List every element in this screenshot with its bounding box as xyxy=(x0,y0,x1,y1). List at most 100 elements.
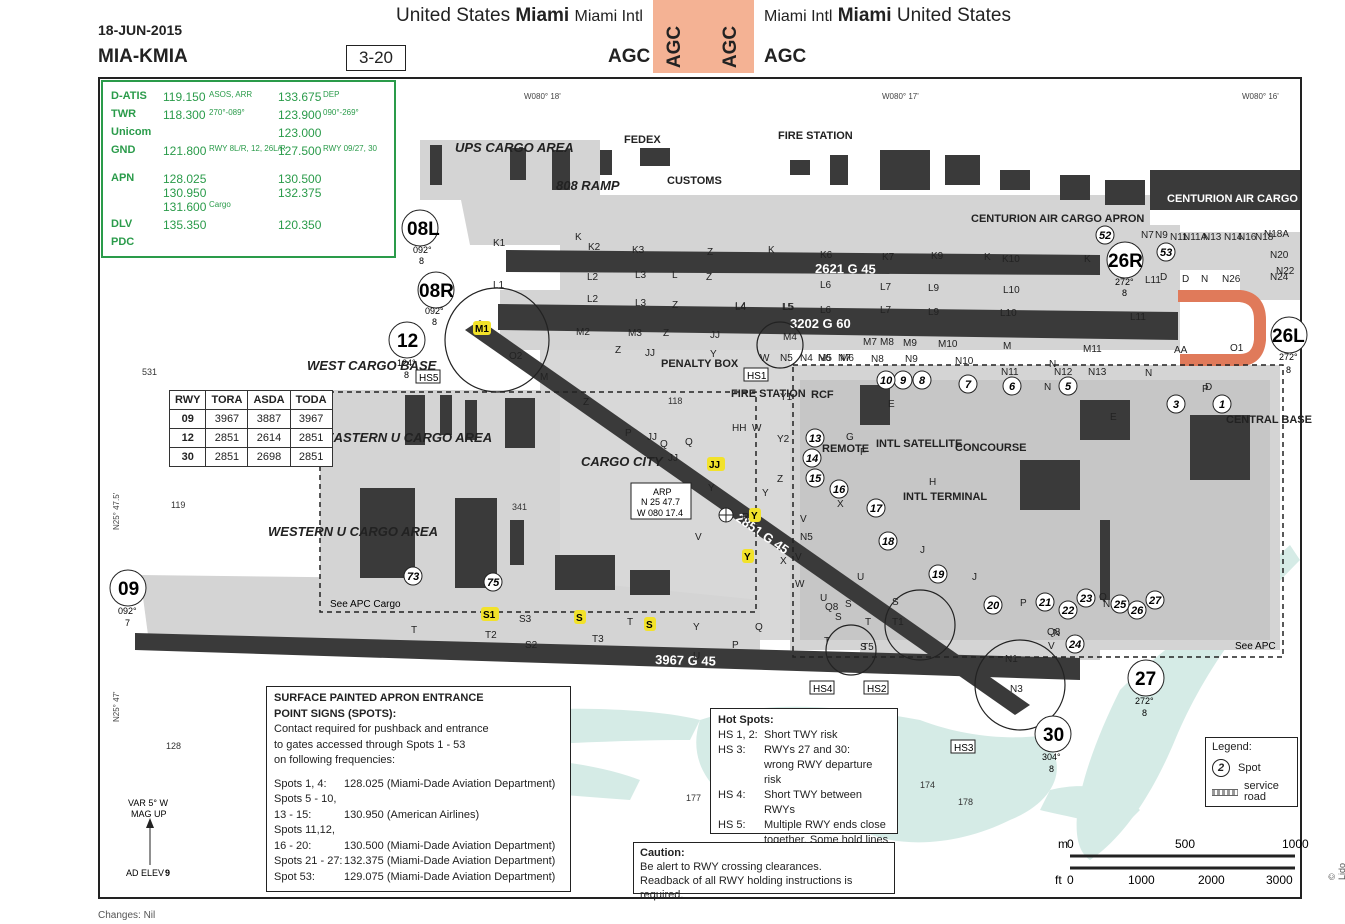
hold-spot-label: S xyxy=(646,620,653,631)
list-item: 13 - 15:130.950 (American Airlines) xyxy=(274,808,480,821)
taxiway-label: N xyxy=(1053,628,1060,639)
taxiway-label: N7 xyxy=(1141,230,1154,241)
taxiway-label: M4 xyxy=(783,332,797,343)
taxiway-label: N10 xyxy=(955,356,974,367)
label-fire-station: FIRE STATION xyxy=(778,130,853,142)
spot-icon xyxy=(958,374,978,394)
taxiway-label: L6 xyxy=(820,305,832,316)
spot-number: 26 xyxy=(1130,605,1144,617)
taxiway-label: U xyxy=(820,593,827,604)
taxiway-label: T xyxy=(411,625,417,636)
label-western-cargo: WESTERN U CARGO AREA xyxy=(268,524,438,539)
hold-spot-bg xyxy=(574,610,586,624)
svg-text:500: 500 xyxy=(1175,837,1195,851)
col-rwy: RWY xyxy=(168,390,207,410)
label-intl-satellite: INTL SATELLITE xyxy=(876,438,962,450)
taxiway-label: AA xyxy=(1174,345,1188,356)
freq-label: DLV xyxy=(111,218,133,230)
spot-number: 17 xyxy=(870,503,883,515)
svg-text:09: 09 xyxy=(118,579,139,600)
hold-spot-label: Y xyxy=(744,552,751,563)
svg-text:272°: 272° xyxy=(1115,277,1134,287)
taxiway-label: N11 xyxy=(1001,367,1019,378)
location-right: Miami Intl Miami United States xyxy=(764,5,1011,26)
spot-icon xyxy=(866,498,886,518)
spots-box: SURFACE PAINTED APRON ENTRANCE POINT SIG… xyxy=(266,686,571,892)
taxiway-label: O2 xyxy=(509,351,523,362)
label-ups-cargo: UPS CARGO AREA xyxy=(455,140,574,155)
svg-text:N 25 47.7: N 25 47.7 xyxy=(641,497,680,507)
svg-text:272°: 272° xyxy=(1135,696,1154,706)
svg-text:304°: 304° xyxy=(1042,752,1061,762)
taxiway-label: K9 xyxy=(931,251,944,262)
taxiway-label: O1 xyxy=(1230,343,1244,354)
svg-text:ARP: ARP xyxy=(653,487,672,497)
col-asda: ASDA xyxy=(247,390,291,410)
spot-icon xyxy=(1166,394,1186,414)
taxiway-label: N9 xyxy=(905,354,918,365)
taxiway-label: N xyxy=(1201,274,1208,285)
runway-ids: 08L 092° 8 26R 272° 8 08R 092° 8 26L 272… xyxy=(109,209,1308,774)
caution-box: Caution: Be alert to RWY crossing cleara… xyxy=(633,842,895,901)
spot-number: 27 xyxy=(1148,595,1162,607)
table-row: 30 2851 2698 2851 xyxy=(168,447,333,467)
taxiway-label: S xyxy=(845,599,852,610)
taxiway-label: J xyxy=(920,545,925,556)
spot-number: 73 xyxy=(407,571,419,583)
taxiway-label: W xyxy=(752,423,762,434)
taxiway-label: N xyxy=(1044,382,1051,393)
svg-text:08L: 08L xyxy=(407,219,440,240)
taxiway-label: K1 xyxy=(493,238,506,249)
taxiway-label: U xyxy=(693,651,700,662)
label-see-apc-cargo: See APC Cargo xyxy=(330,599,401,610)
taxiway-label: N6 xyxy=(818,353,831,364)
list-item: Spots 21 - 27:132.375 (Miami-Dade Aviati… xyxy=(274,855,556,867)
spot-number: 75 xyxy=(487,577,500,589)
taxiway-label: Y1 xyxy=(780,392,793,403)
taxiway-label: N11 xyxy=(1170,232,1188,243)
taxiway-label: L xyxy=(672,270,678,281)
hold-spot-bg xyxy=(707,457,725,471)
runway-08R-26L xyxy=(498,304,1178,340)
svg-text:27: 27 xyxy=(1135,669,1156,690)
svg-text:AD ELEV: AD ELEV xyxy=(126,868,164,878)
freq-value: 123.900 xyxy=(278,108,322,122)
taxiway-label: L4 xyxy=(735,302,747,313)
svg-text:W080° 18': W080° 18' xyxy=(524,92,561,101)
taxiway-label: P xyxy=(625,428,632,439)
taxiway-label: N26 xyxy=(1222,274,1241,285)
label-eastern-cargo: EASTERN U CARGO AREA xyxy=(325,430,492,445)
taxiway-label: U xyxy=(857,572,864,583)
hotspot-tags: HS5 HS1 HS4 HS2 HS3 xyxy=(415,367,976,754)
svg-text:9: 9 xyxy=(165,868,170,878)
col-toda: TODA xyxy=(289,390,333,410)
svg-text:092°: 092° xyxy=(413,245,432,255)
airport-id: MIA-KMIA xyxy=(98,46,188,67)
agc-box: AGC AGC xyxy=(653,0,754,73)
taxiway-label: HH xyxy=(732,423,746,434)
svg-text:272°: 272° xyxy=(1279,352,1298,362)
spot-number: 21 xyxy=(1038,597,1051,609)
svg-text:HS2: HS2 xyxy=(867,684,887,695)
taxiway-label: N3 xyxy=(1010,684,1023,695)
svg-text:8: 8 xyxy=(432,317,437,327)
taxiway-label: Z xyxy=(706,272,712,283)
taxiway-label: N18A xyxy=(1264,229,1289,240)
taxiway-label: K xyxy=(575,232,582,243)
table-row: 09 3967 3887 3967 xyxy=(168,409,333,429)
taxiway-label: N24 xyxy=(1270,272,1289,283)
taxiway-label: Q8 xyxy=(1047,627,1061,638)
taxiway-label: JJ xyxy=(645,348,655,359)
svg-text:W080° 17': W080° 17' xyxy=(882,92,919,101)
taxiway-label: N13 xyxy=(1203,232,1222,243)
taxiway-label: N14 xyxy=(1224,232,1243,243)
spot-number: 14 xyxy=(806,453,818,465)
svg-text:12: 12 xyxy=(397,331,418,352)
spot-icon xyxy=(805,468,825,488)
svg-text:26R: 26R xyxy=(1108,251,1143,272)
taxiway-label: M8 xyxy=(880,337,894,348)
taxiway-label: V xyxy=(800,514,807,525)
label-fedex: FEDEX xyxy=(624,134,661,146)
taxiway-label: L9 xyxy=(928,283,940,294)
